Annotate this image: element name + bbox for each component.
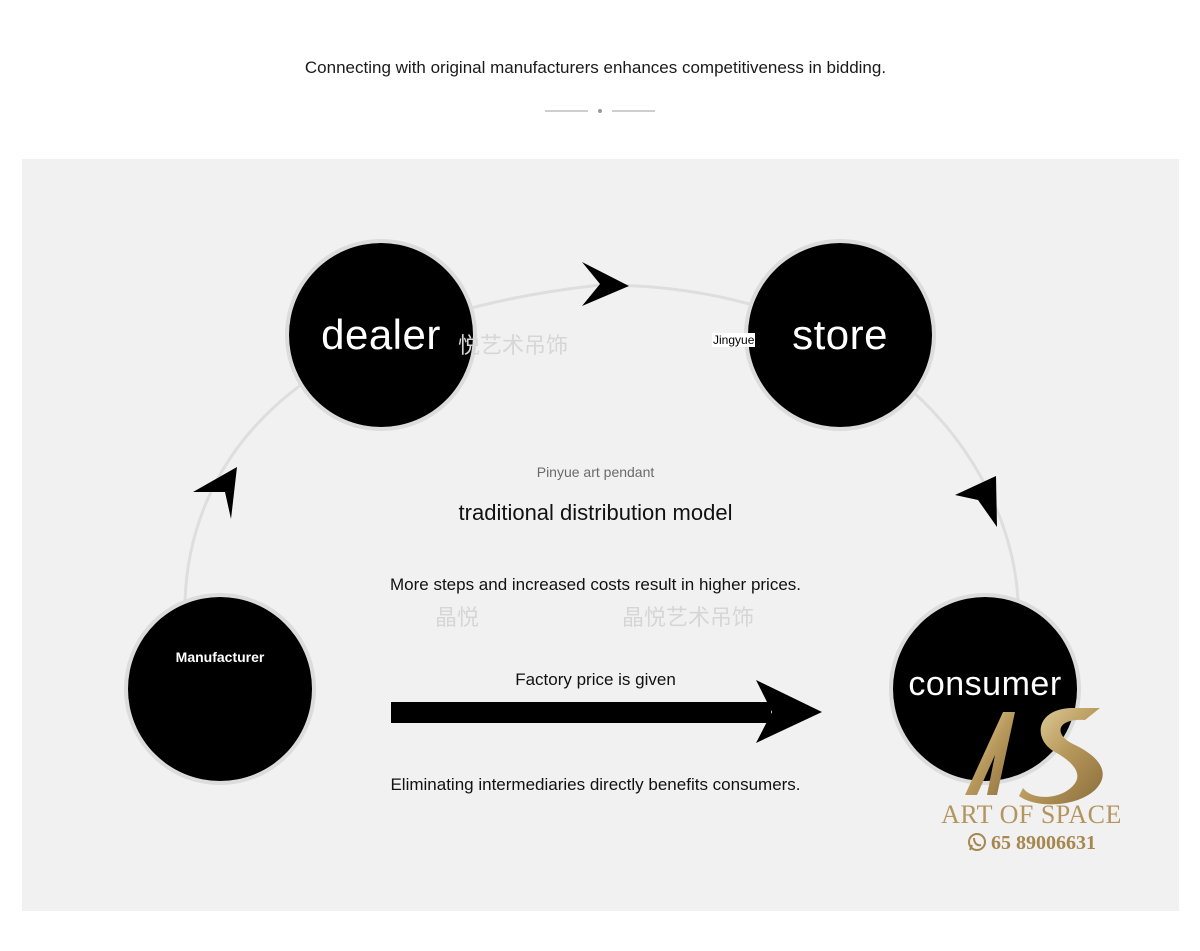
store-node: store <box>748 243 932 427</box>
headline: Connecting with original manufacturers e… <box>304 58 887 77</box>
title-divider <box>545 109 655 113</box>
eliminating-text: Eliminating intermediaries directly bene… <box>390 775 801 794</box>
dealer-label: dealer <box>321 311 441 358</box>
watermark-3: 晶悦艺术吊饰 <box>622 605 755 630</box>
logo-name: ART OF SPACE <box>941 800 1122 829</box>
dealer-node: dealer <box>289 243 473 427</box>
consumer-label: consumer <box>908 664 1062 703</box>
watermark-2: 晶悦 <box>435 605 480 630</box>
factory-price-text: Factory price is given <box>515 670 676 689</box>
manufacturer-node: Manufacturer <box>128 597 312 781</box>
consumer-node: consumer <box>893 597 1077 781</box>
art-of-space-logo-icon <box>965 708 1103 805</box>
diagram-subtitle: Pinyue art pendant <box>536 464 655 480</box>
whatsapp-icon <box>968 833 986 851</box>
store-tag: Jingyue <box>712 333 756 347</box>
more-steps-text: More steps and increased costs result in… <box>389 575 802 594</box>
logo-phone: 65 89006631 <box>934 832 1129 855</box>
logo-phone-number: 65 89006631 <box>991 832 1096 854</box>
diagram-title: traditional distribution model <box>458 500 733 525</box>
store-label: store <box>792 311 888 358</box>
watermark-1: 悦艺术吊饰 <box>458 333 569 358</box>
manufacturer-label: Manufacturer <box>175 649 265 665</box>
